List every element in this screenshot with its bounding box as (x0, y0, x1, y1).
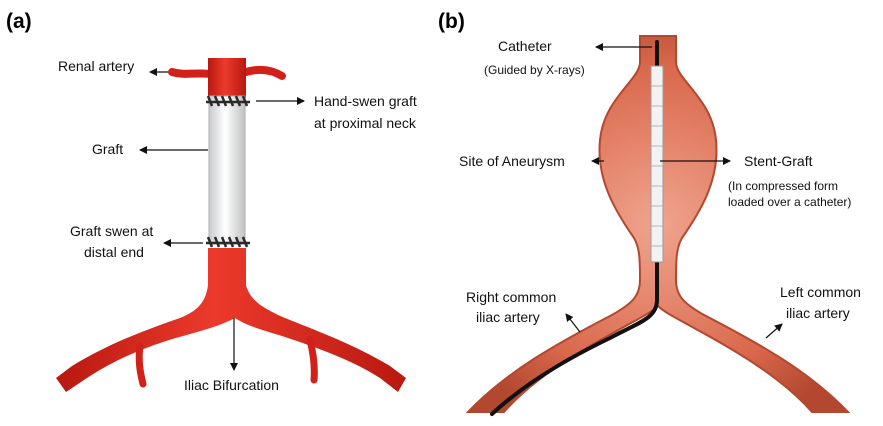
panel-a-tag: (a) (6, 10, 32, 33)
label-stent-graft: Stent-Graft (744, 153, 813, 169)
label-right-iliac-1: Right common (466, 289, 556, 305)
label-hand-sewn-2: at proximal neck (314, 115, 417, 131)
label-left-iliac-2: iliac artery (786, 305, 850, 321)
panel-b-tag: (b) (438, 10, 465, 33)
panel-b: (b) Catheter (Guided by X-rays) Site of … (438, 10, 861, 414)
label-catheter-note: (Guided by X-rays) (484, 63, 585, 77)
renal-artery-right (246, 70, 282, 76)
label-site-of-aneurysm: Site of Aneurysm (459, 153, 565, 169)
iliac-branch-right-small (310, 340, 314, 380)
label-graft-distal-2: distal end (84, 244, 144, 260)
label-stent-note-1: (In compressed form (728, 179, 838, 193)
renal-artery-left (172, 72, 210, 74)
iliac-branch-left-small (139, 346, 143, 384)
label-graft: Graft (92, 141, 123, 157)
stent-graft-compressed (651, 66, 663, 262)
label-graft-distal-1: Graft swen at (70, 223, 153, 239)
arrow-left-iliac (766, 324, 782, 338)
distal-aorta (56, 248, 406, 392)
arrow-right-iliac (566, 314, 580, 332)
label-hand-sewn-1: Hand-swen graft (314, 93, 417, 109)
panel-a: (a) Renal artery Hand-swen graft at prox… (6, 10, 417, 393)
label-iliac-bifurcation: Iliac Bifurcation (184, 377, 279, 393)
label-left-iliac-1: Left common (780, 284, 861, 300)
label-renal-artery: Renal artery (58, 58, 134, 74)
label-catheter: Catheter (498, 38, 552, 54)
label-stent-note-2: loaded over a catheter) (728, 195, 851, 209)
label-right-iliac-2: iliac artery (476, 309, 540, 325)
graft-tube (209, 96, 245, 244)
proximal-aorta (208, 58, 246, 98)
